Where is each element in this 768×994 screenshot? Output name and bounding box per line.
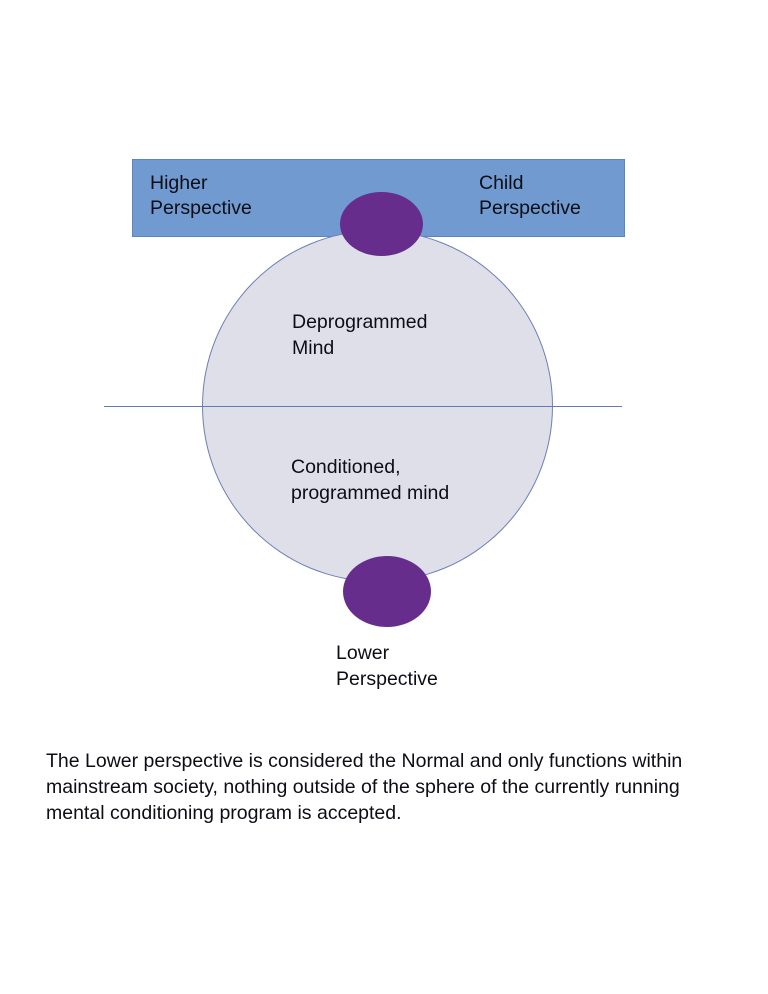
higher-perspective-label: Higher Perspective xyxy=(150,172,252,219)
caption-paragraph: The Lower perspective is considered the … xyxy=(46,750,683,824)
top-perspective-node xyxy=(340,192,423,256)
bottom-perspective-node xyxy=(343,556,431,627)
deprogrammed-mind-label: Deprogrammed Mind xyxy=(292,311,428,359)
lower-perspective-label: Lower Perspective xyxy=(336,642,438,690)
conditioned-mind-label: Conditioned, programmed mind xyxy=(291,456,450,504)
perspective-divider-line xyxy=(104,406,622,407)
child-perspective-label: Child Perspective xyxy=(479,172,581,219)
